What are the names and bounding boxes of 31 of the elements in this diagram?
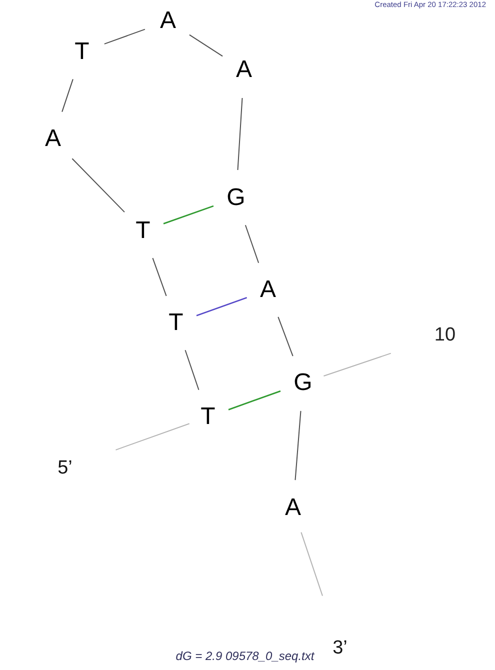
- backbone-line: [278, 316, 294, 357]
- position-number: 10: [434, 326, 456, 344]
- nucleotide-letter: A: [236, 58, 252, 82]
- nucleotide-letter: A: [45, 127, 61, 151]
- leader-line: [115, 423, 190, 450]
- backbone-line: [244, 224, 260, 264]
- strand-end-label: 3’: [332, 638, 348, 658]
- backbone-line: [184, 350, 200, 390]
- nucleotide-letter: G: [226, 186, 246, 210]
- nucleotide-letter: T: [168, 311, 184, 335]
- nucleotide-letter: T: [136, 219, 150, 243]
- nucleotide-letter: A: [260, 278, 276, 302]
- backbone-line: [62, 78, 74, 112]
- nucleotide-letter: A: [160, 9, 176, 33]
- base-pair-line: [228, 390, 281, 410]
- base-pair-line: [196, 296, 248, 316]
- leader-line: [323, 352, 392, 376]
- backbone-line: [104, 28, 146, 44]
- backbone-line: [72, 158, 125, 213]
- backbone-line: [237, 97, 243, 171]
- nucleotide-letter: T: [74, 40, 90, 64]
- backbone-line: [294, 410, 302, 481]
- nucleotide-letter: A: [285, 496, 301, 520]
- leader-line: [300, 532, 323, 596]
- base-pair-line: [163, 205, 214, 224]
- strand-end-label: 5’: [58, 458, 72, 478]
- caption-text: dG = 2.9 09578_0_seq.txt: [176, 650, 314, 664]
- nucleotide-letter: G: [294, 371, 312, 395]
- nucleotide-letter: T: [200, 405, 216, 429]
- backbone-line: [188, 34, 224, 57]
- backbone-line: [152, 258, 167, 296]
